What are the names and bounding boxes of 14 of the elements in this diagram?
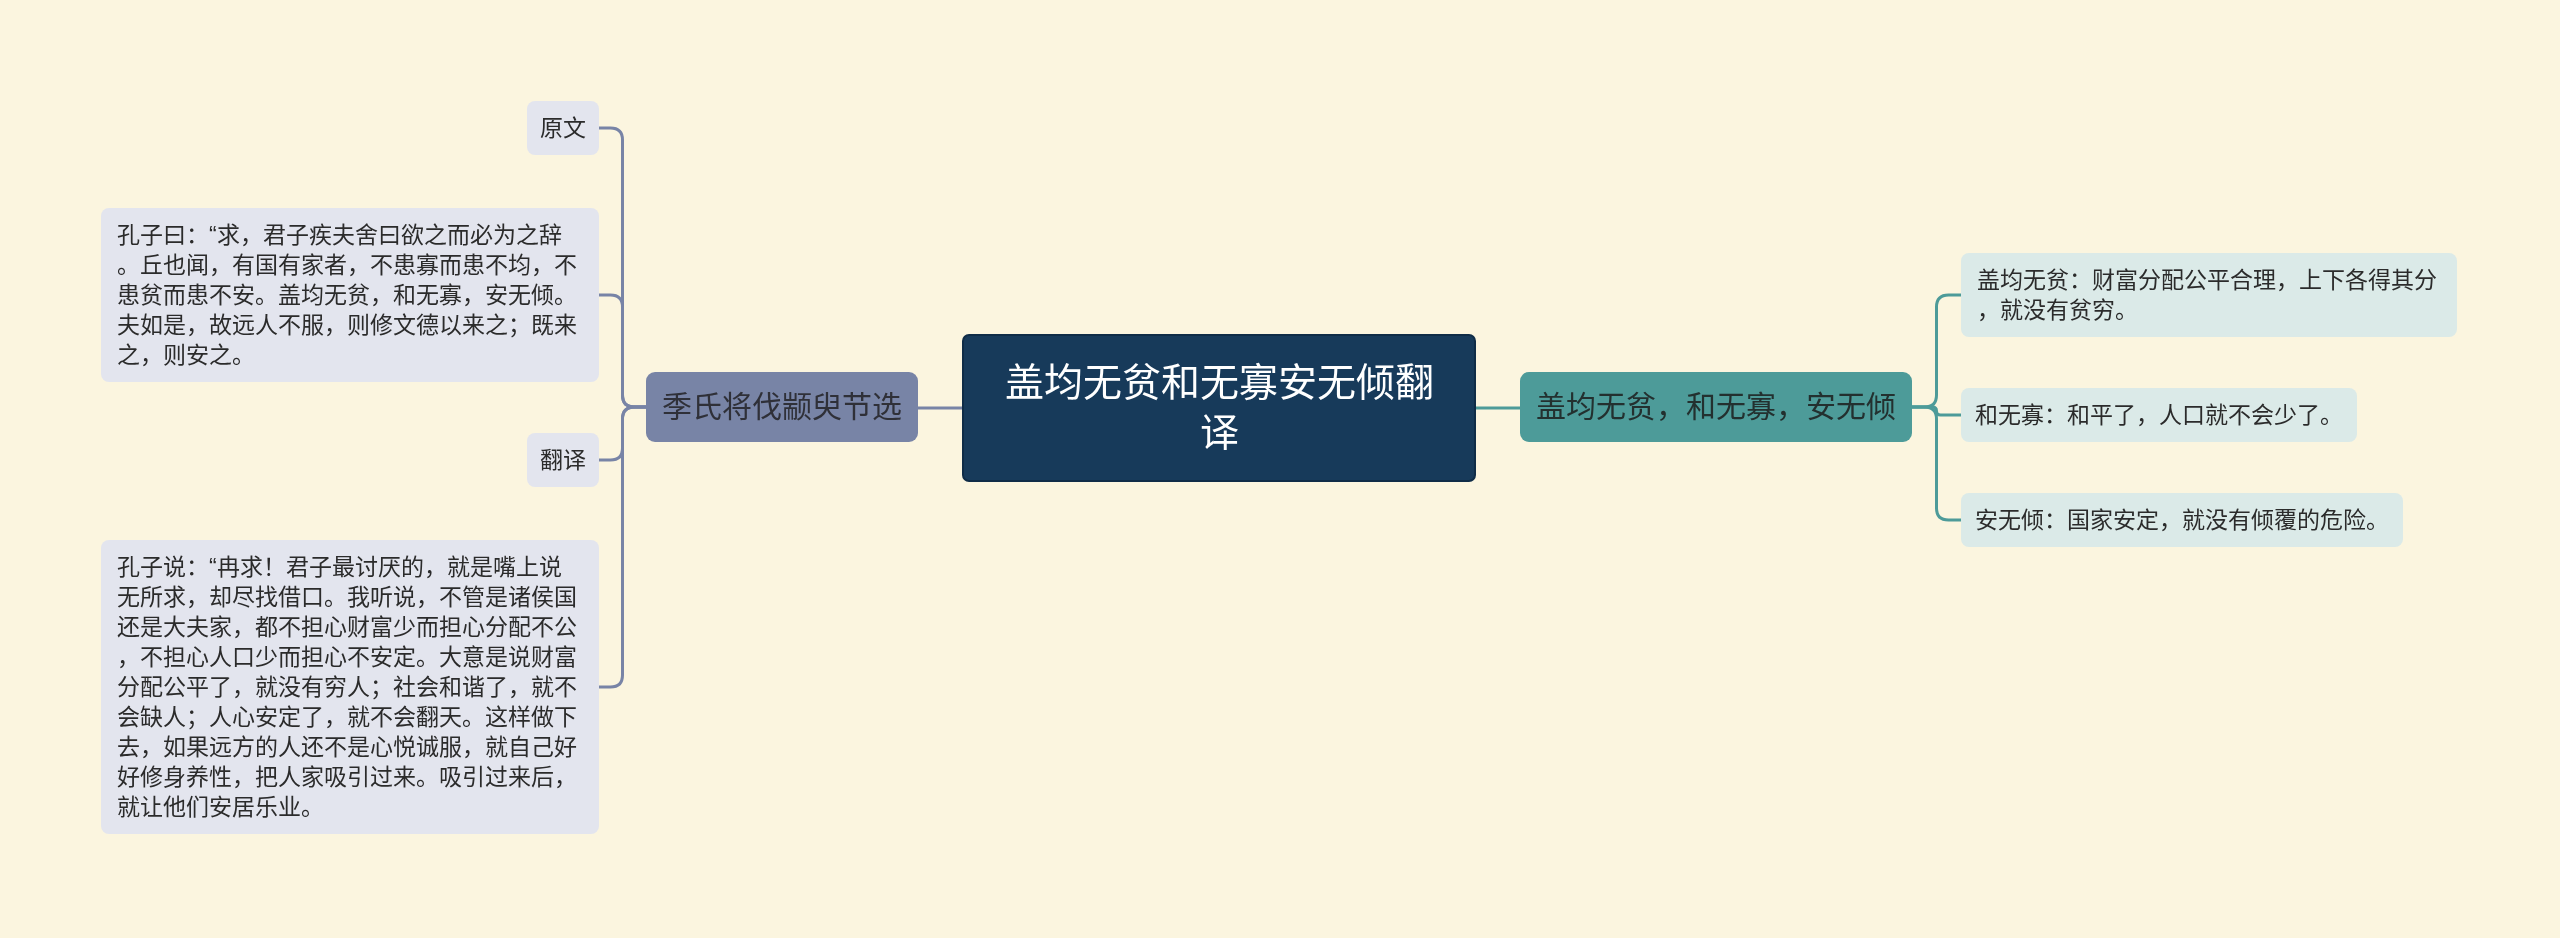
connector-line [599,405,646,689]
connector-line [1912,405,1961,522]
connector-line [918,406,962,410]
subtopic-box: 翻译 [527,433,599,487]
subtopic-box: 原文 [527,101,599,155]
branch-topic: 季氏将伐颛臾节选 [646,372,918,442]
branch-topic: 盖均无贫，和无寡，安无倾 [1520,372,1912,442]
subtopic-box: 孔子曰：“求，君子疾夫舍曰欲之而必为之辞。丘也闻，有国有家者，不患寡而患不均，不患贫而患不安。盖均无贫，和无寡，安无倾。夫如是，故远人不服，则修文德以来之；既来之，则安之。 [101,208,599,382]
subtopic-box: 安无倾：国家安定，就没有倾覆的危险。 [1961,493,2403,547]
subtopic-box: 和无寡：和平了，人口就不会少了。 [1961,388,2357,442]
subtopic-box: 盖均无贫：财富分配公平合理，上下各得其分，就没有贫穷。 [1961,253,2457,337]
subtopic-box: 孔子说：“冉求！君子最讨厌的，就是嘴上说无所求，却尽找借口。我听说，不管是诸侯国还是大夫家，都不担心财富少而担心分配不公，不担心人口少而担心不安定。大意是说财富分配公平了，就没有穷人；社会和谐了，就不会缺人；人心安定了，就不会翻天。这样做下去，如果远方的人还不是心悦诚服，就自己好好修身养性，把人家吸引过来。吸引过来后，就让他们安居乐业。 [101,540,599,834]
connector-line [1476,406,1520,410]
central-topic: 盖均无贫和无寡安无倾翻译 [962,334,1476,482]
